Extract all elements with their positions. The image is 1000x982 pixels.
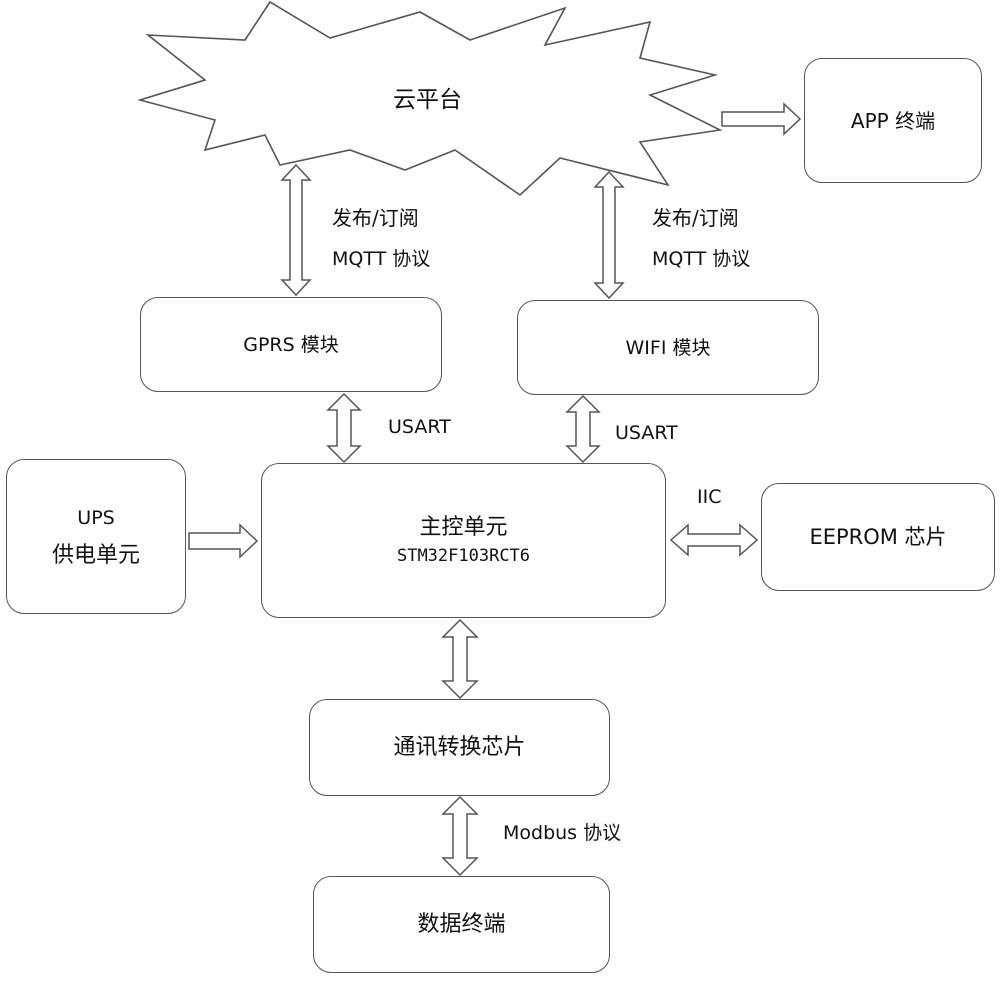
- arrow-mcu-comm: [441, 618, 479, 700]
- ups-label: UPS: [77, 506, 115, 529]
- arrow-wifi-cloud: [593, 170, 625, 300]
- power-unit-label: 供电单元: [51, 542, 140, 568]
- comm-terminal-edge-label: Modbus 协议: [503, 822, 622, 844]
- mcu-chip-model: STM32F103RCT6: [396, 545, 531, 566]
- wifi-cloud-edge-label-2: MQTT 协议: [652, 248, 751, 270]
- main-control-unit-label: 主控单元: [419, 514, 508, 540]
- mcu-eeprom-edge-label: IIC: [697, 486, 722, 508]
- arrow-ups-to-mcu: [188, 523, 259, 559]
- wifi-mcu-edge-label: USART: [615, 422, 678, 444]
- arrow-mcu-eeprom: [669, 523, 759, 557]
- data-terminal-label: 数据终端: [417, 911, 506, 937]
- gprs-mcu-edge-label: USART: [388, 416, 451, 438]
- wifi-cloud-edge-label-1: 发布/订阅: [652, 206, 739, 230]
- gprs-cloud-edge-label-2: MQTT 协议: [332, 248, 431, 270]
- cloud-platform-shape: [137, 0, 723, 197]
- arrow-gprs-cloud: [280, 163, 312, 297]
- comm-conversion-chip-label: 通讯转换芯片: [393, 734, 526, 760]
- eeprom-chip-label: EEPROM 芯片: [809, 525, 947, 549]
- arrow-wifi-mcu: [565, 394, 601, 464]
- gprs-module-label: GPRS 模块: [243, 333, 339, 356]
- arrow-gprs-mcu: [326, 392, 362, 464]
- data-terminal-node: 数据终端: [313, 876, 610, 973]
- wifi-module-node: WIFI 模块: [517, 300, 819, 395]
- cloud-platform-label: 云平台: [393, 87, 462, 113]
- main-control-unit-node: 主控单元 STM32F103RCT6: [261, 463, 666, 618]
- arrow-cloud-to-app: [721, 102, 802, 136]
- app-terminal-label: APP 终端: [850, 108, 936, 133]
- gprs-module-node: GPRS 模块: [140, 297, 442, 392]
- arrow-comm-terminal: [441, 795, 479, 877]
- gprs-cloud-edge-label-1: 发布/订阅: [332, 206, 419, 230]
- comm-conversion-chip-node: 通讯转换芯片: [309, 699, 610, 796]
- ups-power-unit-node: UPS 供电单元: [6, 459, 186, 614]
- wifi-module-label: WIFI 模块: [625, 336, 711, 359]
- app-terminal-node: APP 终端: [804, 58, 982, 183]
- eeprom-chip-node: EEPROM 芯片: [761, 483, 995, 591]
